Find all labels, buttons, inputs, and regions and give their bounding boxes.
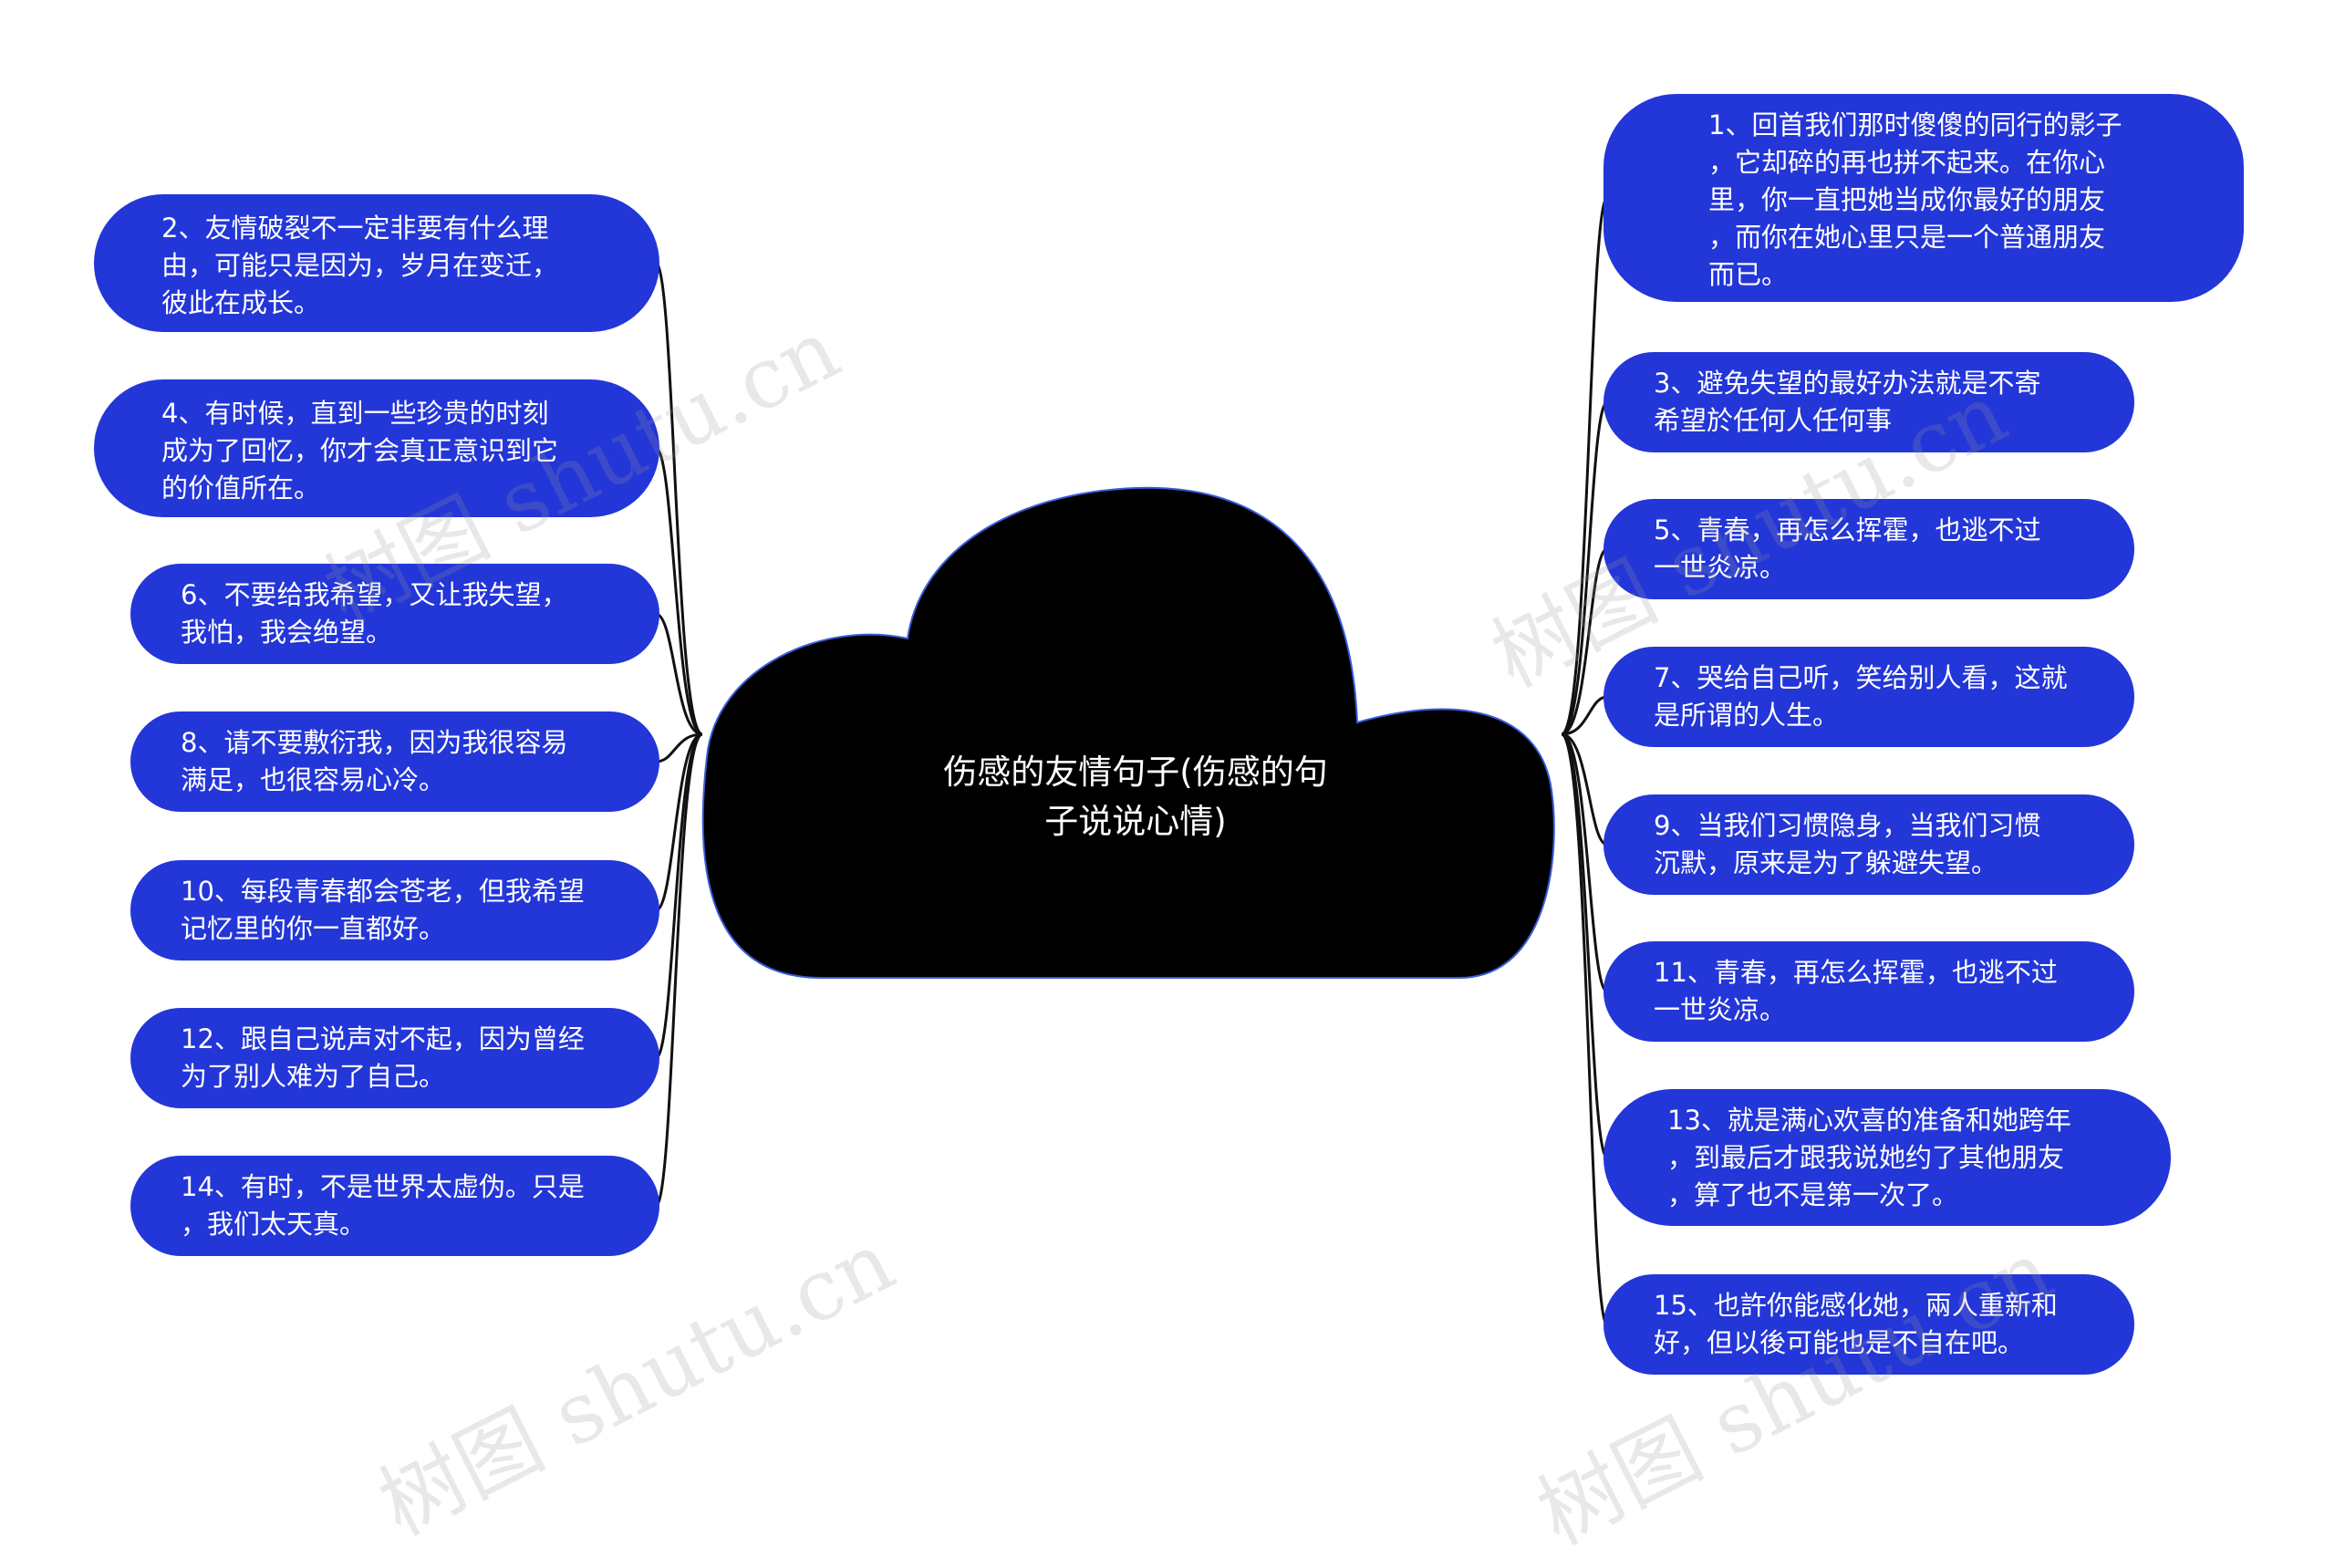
right-node-7[interactable]: 13、就是满心欢喜的准备和她跨年 ，到最后才跟我说她约了其他朋友 ，算了也不是第…	[1603, 1089, 2171, 1226]
left-node-7[interactable]: 14、有时，不是世界太虚伪。只是 ，我们太天真。	[130, 1156, 659, 1256]
left-node-3[interactable]: 6、不要给我希望，又让我失望， 我怕，我会绝望。	[130, 564, 659, 664]
right-node-2[interactable]: 3、避免失望的最好办法就是不寄 希望於任何人任何事	[1603, 352, 2134, 452]
left-node-5[interactable]: 10、每段青春都会苍老，但我希望 记忆里的你一直都好。	[130, 860, 659, 961]
connector-right-1	[1560, 196, 1609, 736]
connector-left-6	[654, 732, 703, 1060]
connector-left-2	[654, 447, 703, 736]
right-node-5[interactable]: 9、当我们习惯隐身，当我们习惯 沉默，原来是为了躲避失望。	[1603, 794, 2134, 895]
left-node-2[interactable]: 4、有时候，直到一些珍贵的时刻 成为了回忆，你才会真正意识到它 的价值所在。	[94, 379, 659, 517]
connector-lines	[654, 196, 1609, 1326]
mind-map-canvas: 伤感的友情句子(伤感的句 子说说心情) 2、友情破裂不一定非要有什么理 由，可能…	[94, 94, 2244, 1563]
right-node-8[interactable]: 15、也許你能感化她，兩人重新和 好，但以後可能也是不自在吧。	[1603, 1274, 2134, 1375]
central-topic-title[interactable]: 伤感的友情句子(伤感的句 子说说心情)	[943, 753, 1328, 841]
left-node-1[interactable]: 2、友情破裂不一定非要有什么理 由，可能只是因为，岁月在变迁， 彼此在成长。	[94, 194, 659, 332]
right-node-1[interactable]: 1、回首我们那时傻傻的同行的影子 ，它却碎的再也拼不起来。在你心 里，你一直把她…	[1603, 94, 2244, 302]
right-node-3[interactable]: 5、青春，再怎么挥霍，也逃不过 一世炎凉。	[1603, 499, 2134, 599]
right-node-4[interactable]: 7、哭给自己听，笑给别人看，这就 是所谓的人生。	[1603, 647, 2134, 747]
right-node-6[interactable]: 11、青春，再怎么挥霍，也逃不过 一世炎凉。	[1603, 941, 2134, 1042]
connector-right-4	[1561, 695, 1608, 736]
connector-left-1	[654, 262, 703, 736]
connector-right-5	[1561, 732, 1608, 846]
connector-right-3	[1561, 547, 1608, 736]
connector-left-4	[655, 732, 703, 763]
left-node-4[interactable]: 8、请不要敷衍我，因为我很容易 满足，也很容易心冷。	[130, 711, 659, 812]
connector-right-6	[1561, 732, 1608, 993]
connector-right-2	[1561, 400, 1609, 736]
left-node-6[interactable]: 12、跟自己说声对不起，因为曾经 为了别人难为了自己。	[130, 1008, 659, 1108]
connector-left-3	[655, 612, 703, 736]
connector-left-7	[654, 732, 703, 1208]
connector-right-8	[1560, 732, 1609, 1326]
connector-left-5	[655, 732, 703, 912]
